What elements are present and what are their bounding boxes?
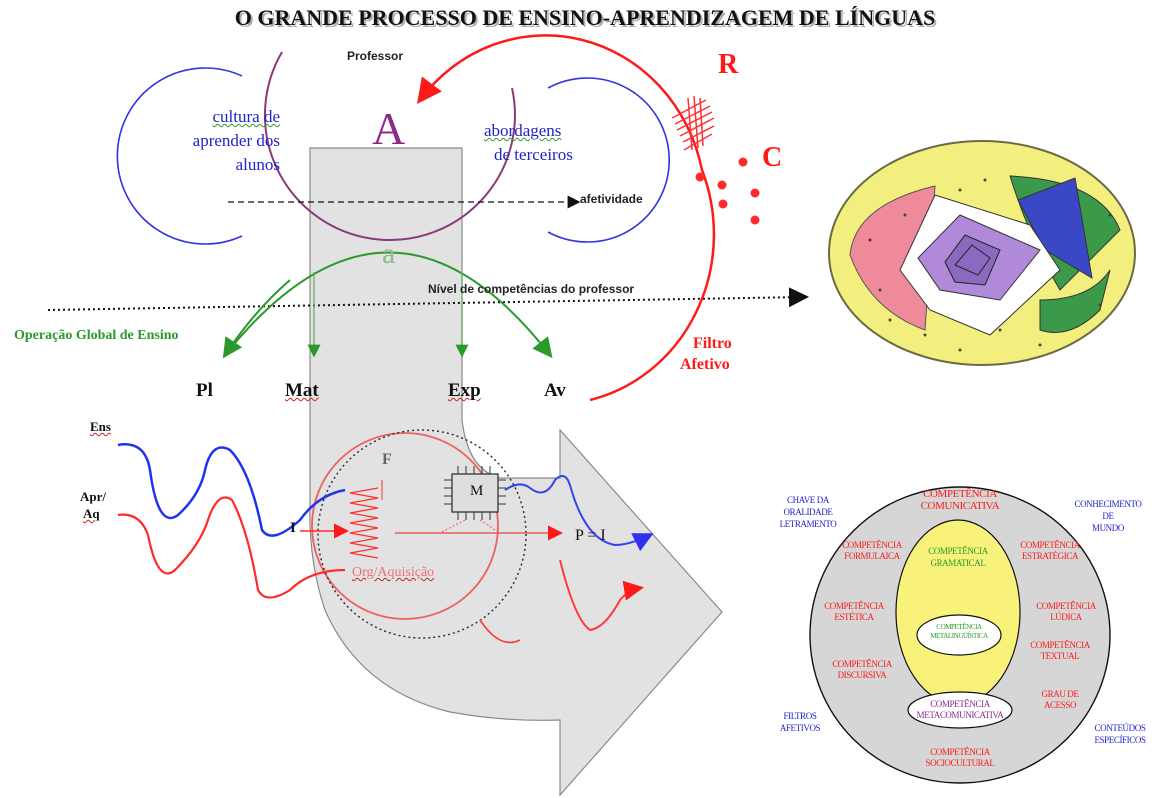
cultura-line-1: cultura de — [212, 107, 281, 126]
ens-wave — [117, 443, 346, 537]
filter-circle-pink — [311, 432, 499, 620]
process-funnel-shape — [309, 147, 723, 797]
org-spring — [349, 487, 379, 559]
comp-comunicativa-2: COMUNICATIVA — [920, 500, 1000, 512]
abordagens-line-2: de terceiros — [494, 145, 573, 164]
comp-discursiva-2: DISCURSIVA — [837, 670, 887, 680]
green-arc-left-head — [222, 279, 291, 359]
filtro-label-2: Afetivo — [680, 356, 730, 373]
comp-estetica-2: ESTÉTICA — [834, 612, 874, 622]
teacher-circle — [263, 51, 516, 241]
green-arc — [224, 251, 553, 359]
org-label: Org/Aquisição — [352, 565, 435, 580]
comp-formulaica-1: COMPETÊNCIA — [842, 540, 902, 550]
comp-discursiva-1: COMPETÊNCIA — [832, 659, 892, 669]
comp-metacom-1: COMPETÊNCIA — [930, 699, 990, 709]
abordagens-arc — [547, 77, 670, 243]
conhecimento-2: DE — [1102, 511, 1114, 521]
conteudos-1: CONTEÚDOS — [1094, 723, 1146, 733]
av-label: Av — [544, 380, 566, 401]
afetividade-label: afetividade — [580, 192, 643, 206]
apr-label-2: Aq — [83, 506, 100, 521]
cultura-line-3: alunos — [235, 155, 280, 174]
professor-label: Professor — [347, 49, 404, 63]
comp-formulaica-2: FORMULAICA — [844, 551, 900, 561]
ens-label: Ens — [90, 419, 111, 434]
abordagens-line-1: abordagens — [484, 121, 562, 140]
conhecimento-1: CONHECIMENTO — [1074, 499, 1142, 509]
comp-estrategica-1: COMPETÊNCIA — [1020, 540, 1080, 550]
c-label: C — [762, 142, 783, 173]
apr-wave-lower — [479, 619, 521, 644]
chave-3: LETRAMENTO — [779, 519, 837, 529]
comp-textual-2: TEXTUAL — [1040, 651, 1080, 661]
r-label: R — [718, 49, 739, 80]
c-dots — [695, 157, 760, 225]
comp-ludica-2: LÚDICA — [1050, 612, 1082, 622]
comp-sociocultural-2: SOCIOCULTURAL — [925, 758, 995, 768]
diagram-title: O GRANDE PROCESSO DE ENSINO-APRENDIZAGEM… — [234, 5, 936, 30]
apr-wave — [117, 496, 346, 599]
exp-label: Exp — [448, 380, 481, 401]
comp-sociocultural-1: COMPETÊNCIA — [930, 747, 990, 757]
ens-wave-right — [504, 475, 654, 552]
comp-estrategica-2: ESTRATÉGICA — [1021, 551, 1079, 561]
chave-2: ORALIDADE — [783, 507, 833, 517]
f-label: F — [382, 451, 392, 468]
filtros-2: AFETIVOS — [779, 723, 821, 733]
comp-gramatical-1: COMPETÊNCIA — [928, 546, 988, 556]
i-label: I — [290, 520, 296, 536]
r-hatch — [671, 95, 715, 151]
comp-gramatical-2: GRAMATICAL — [930, 558, 986, 568]
mat-label: Mat — [285, 380, 319, 401]
big-a-label: A — [372, 103, 406, 154]
pl-label: Pl — [196, 380, 213, 401]
grau-acesso-2: ACESSO — [1043, 700, 1077, 710]
cultura-arc — [116, 67, 243, 245]
painted-oval — [828, 140, 1136, 366]
comp-textual-1: COMPETÊNCIA — [1030, 640, 1090, 650]
comp-metacom-2: METACOMUNICATIVA — [916, 710, 1004, 720]
m-label: M — [470, 483, 484, 499]
grau-acesso-1: GRAU DE — [1041, 689, 1079, 699]
apr-wave-right — [559, 559, 644, 632]
small-a-label: a — [382, 237, 396, 270]
filtro-label-1: Filtro — [693, 335, 732, 352]
cultura-line-2: aprender dos — [192, 131, 280, 150]
operacao-label: Operação Global de Ensino — [14, 328, 179, 343]
comp-ludica-1: COMPETÊNCIA — [1036, 601, 1096, 611]
nivel-label: Nível de competências do professor — [428, 282, 635, 296]
comp-estetica-1: COMPETÊNCIA — [824, 601, 884, 611]
apr-label-1: Apr/ — [80, 489, 106, 504]
conhecimento-3: MUNDO — [1091, 523, 1124, 533]
filtro-afetivo-arc — [417, 34, 716, 402]
chave-1: CHAVE DA — [787, 495, 829, 505]
filtros-1: FILTROS — [783, 711, 817, 721]
conteudos-2: ESPECÍFICOS — [1094, 735, 1146, 745]
filter-circle-dotted — [317, 429, 527, 639]
monitor-chip — [439, 466, 506, 534]
comp-metaling-1: COMPETÊNCIA — [936, 623, 982, 631]
comp-comunicativa-1: COMPETÊNCIA — [923, 488, 997, 500]
competence-diagram — [809, 486, 1111, 784]
comp-metaling-2: METALINGÜÍSTICA — [930, 632, 988, 640]
piq-label: P = I — [575, 527, 606, 544]
nivel-line — [47, 287, 809, 311]
